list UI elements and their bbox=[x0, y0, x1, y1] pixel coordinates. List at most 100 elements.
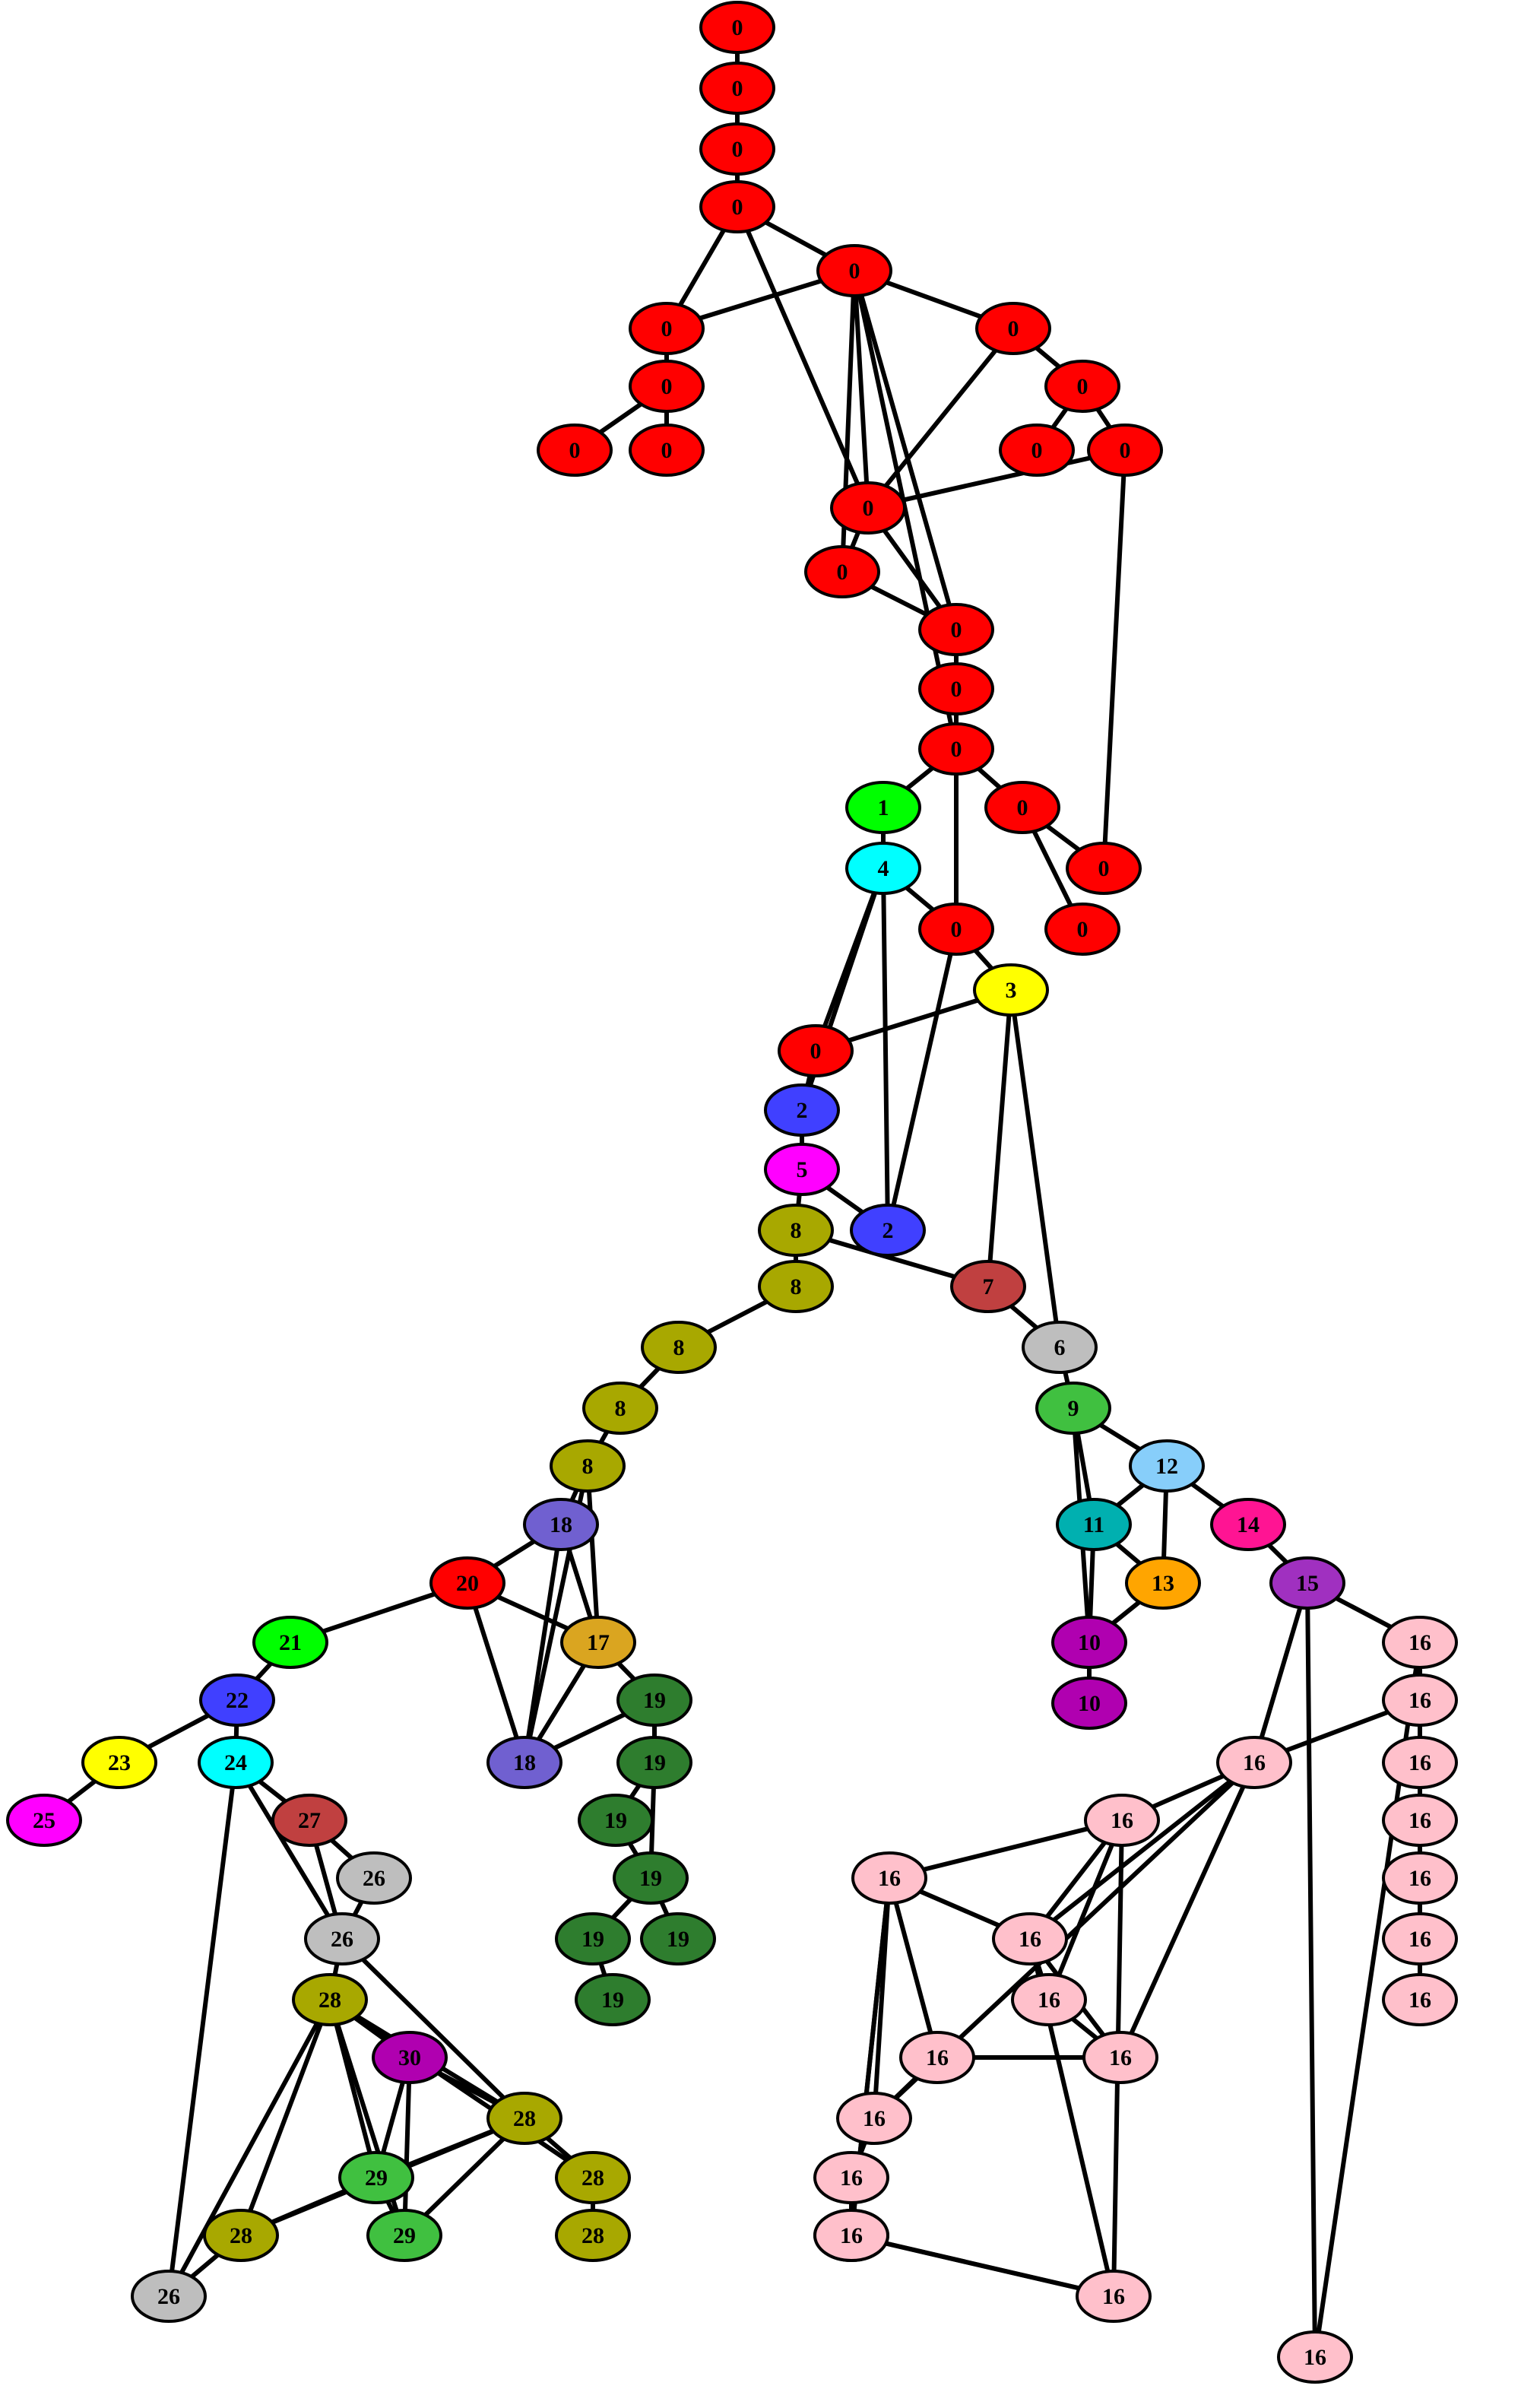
node-16-p4: 16 bbox=[1382, 1736, 1458, 1789]
node-16-p18: 16 bbox=[813, 2209, 889, 2262]
node-shape bbox=[486, 1736, 562, 1789]
node-label: 9 bbox=[1068, 1396, 1079, 1421]
edge-r5-r11 bbox=[852, 268, 870, 510]
node-8-n8e: 8 bbox=[550, 1439, 626, 1493]
node-17-n17: 17 bbox=[560, 1616, 636, 1669]
node-shape bbox=[1035, 1382, 1111, 1435]
node-19-n19f: 19 bbox=[640, 1912, 716, 1965]
node-28-n28c: 28 bbox=[203, 2209, 279, 2262]
node-16-p12: 16 bbox=[1011, 1973, 1087, 2026]
node-8-n8b: 8 bbox=[758, 1260, 834, 1313]
node-label: 10 bbox=[1078, 1691, 1101, 1716]
node-28-n28e: 28 bbox=[555, 2209, 631, 2262]
node-2-n2b: 2 bbox=[850, 1204, 926, 1257]
node-label: 29 bbox=[393, 2223, 416, 2248]
node-shape bbox=[1044, 360, 1120, 413]
node-label: 0 bbox=[1077, 374, 1088, 399]
node-0-r19: 0 bbox=[984, 781, 1060, 834]
node-label: 29 bbox=[365, 2165, 388, 2191]
node-label: 0 bbox=[661, 438, 673, 463]
node-16-p15: 16 bbox=[836, 2092, 912, 2145]
edge-n3-n7 bbox=[986, 988, 1013, 1289]
edge-n8e-n17 bbox=[585, 1464, 600, 1645]
edge-p18-p19 bbox=[849, 2233, 1116, 2299]
node-shape bbox=[198, 1736, 274, 1789]
edge-p10-p14 bbox=[887, 1876, 940, 2060]
edge-r20-n2b bbox=[886, 927, 959, 1233]
node-8-n8d: 8 bbox=[582, 1382, 658, 1435]
node-label: 16 bbox=[840, 2165, 863, 2191]
node-shape bbox=[616, 1736, 692, 1789]
node-0-r7: 0 bbox=[975, 302, 1051, 355]
edge-n26b-n28b bbox=[340, 1937, 527, 2121]
edge-p3-p11 bbox=[1028, 1760, 1256, 1941]
node-11-n11: 11 bbox=[1056, 1498, 1132, 1551]
node-18-n18b: 18 bbox=[486, 1736, 562, 1789]
node-label: 0 bbox=[732, 195, 743, 220]
node-label: 16 bbox=[1409, 1988, 1431, 2013]
node-shape bbox=[523, 1498, 599, 1551]
node-25-n25: 25 bbox=[6, 1794, 82, 1847]
node-shape bbox=[304, 1912, 380, 1965]
node-shape bbox=[1382, 1736, 1458, 1789]
node-16-p6: 16 bbox=[1382, 1851, 1458, 1905]
node-shape bbox=[1087, 424, 1163, 477]
node-label: 28 bbox=[513, 2106, 536, 2131]
node-label: 14 bbox=[1237, 1512, 1260, 1537]
node-9-n9: 9 bbox=[1035, 1382, 1111, 1435]
node-shape bbox=[1011, 1973, 1087, 2026]
node-label: 18 bbox=[550, 1512, 572, 1537]
node-shape bbox=[6, 1794, 82, 1847]
node-20-n20: 20 bbox=[429, 1556, 505, 1610]
node-shape bbox=[537, 424, 613, 477]
node-0-r18: 0 bbox=[1087, 424, 1163, 477]
node-label: 0 bbox=[1031, 438, 1043, 463]
node-10-n10a: 10 bbox=[1051, 1616, 1127, 1669]
node-shape bbox=[950, 1260, 1026, 1313]
node-label: 16 bbox=[1109, 2045, 1132, 2070]
node-shape bbox=[575, 1973, 651, 2026]
node-label: 16 bbox=[863, 2106, 886, 2131]
node-19-n19e: 19 bbox=[555, 1912, 631, 1965]
node-24-n24: 24 bbox=[198, 1736, 274, 1789]
node-label: 25 bbox=[33, 1808, 55, 1833]
node-shape bbox=[199, 1674, 275, 1727]
node-shape bbox=[699, 180, 775, 233]
node-shape bbox=[764, 1083, 840, 1137]
node-shape bbox=[999, 424, 1075, 477]
edge-r5-r13 bbox=[852, 268, 959, 632]
node-0-r16: 0 bbox=[1044, 360, 1120, 413]
node-16-p3: 16 bbox=[1216, 1736, 1292, 1789]
node-shape bbox=[629, 360, 705, 413]
node-label: 26 bbox=[331, 1927, 353, 1952]
node-label: 19 bbox=[643, 1688, 666, 1713]
edge-p9-p10 bbox=[887, 1818, 1124, 1880]
node-label: 0 bbox=[1008, 316, 1019, 341]
node-shape bbox=[816, 244, 892, 297]
node-6-n6: 6 bbox=[1022, 1321, 1098, 1374]
node-shape bbox=[1210, 1498, 1286, 1551]
node-shape bbox=[578, 1794, 654, 1847]
node-label: 15 bbox=[1296, 1571, 1319, 1596]
node-label: 18 bbox=[513, 1750, 536, 1775]
node-18-n18a: 18 bbox=[523, 1498, 599, 1551]
node-label: 2 bbox=[882, 1218, 894, 1243]
node-label: 16 bbox=[1409, 1688, 1431, 1713]
node-16-p8: 16 bbox=[1382, 1973, 1458, 2026]
node-16-p19: 16 bbox=[1076, 2270, 1152, 2323]
node-shape bbox=[975, 302, 1051, 355]
node-shape bbox=[629, 424, 705, 477]
node-0-r12: 0 bbox=[804, 545, 880, 598]
node-shape bbox=[1382, 1674, 1458, 1727]
node-23-n23: 23 bbox=[81, 1736, 157, 1789]
node-label: 26 bbox=[363, 1866, 385, 1891]
node-label: 0 bbox=[951, 917, 962, 942]
edge-r18-r21 bbox=[1101, 448, 1127, 871]
node-shape bbox=[555, 1912, 631, 1965]
node-label: 19 bbox=[581, 1927, 604, 1952]
node-label: 0 bbox=[661, 374, 673, 399]
node-16-p13: 16 bbox=[1082, 2031, 1158, 2084]
node-16-p1: 16 bbox=[1382, 1616, 1458, 1669]
